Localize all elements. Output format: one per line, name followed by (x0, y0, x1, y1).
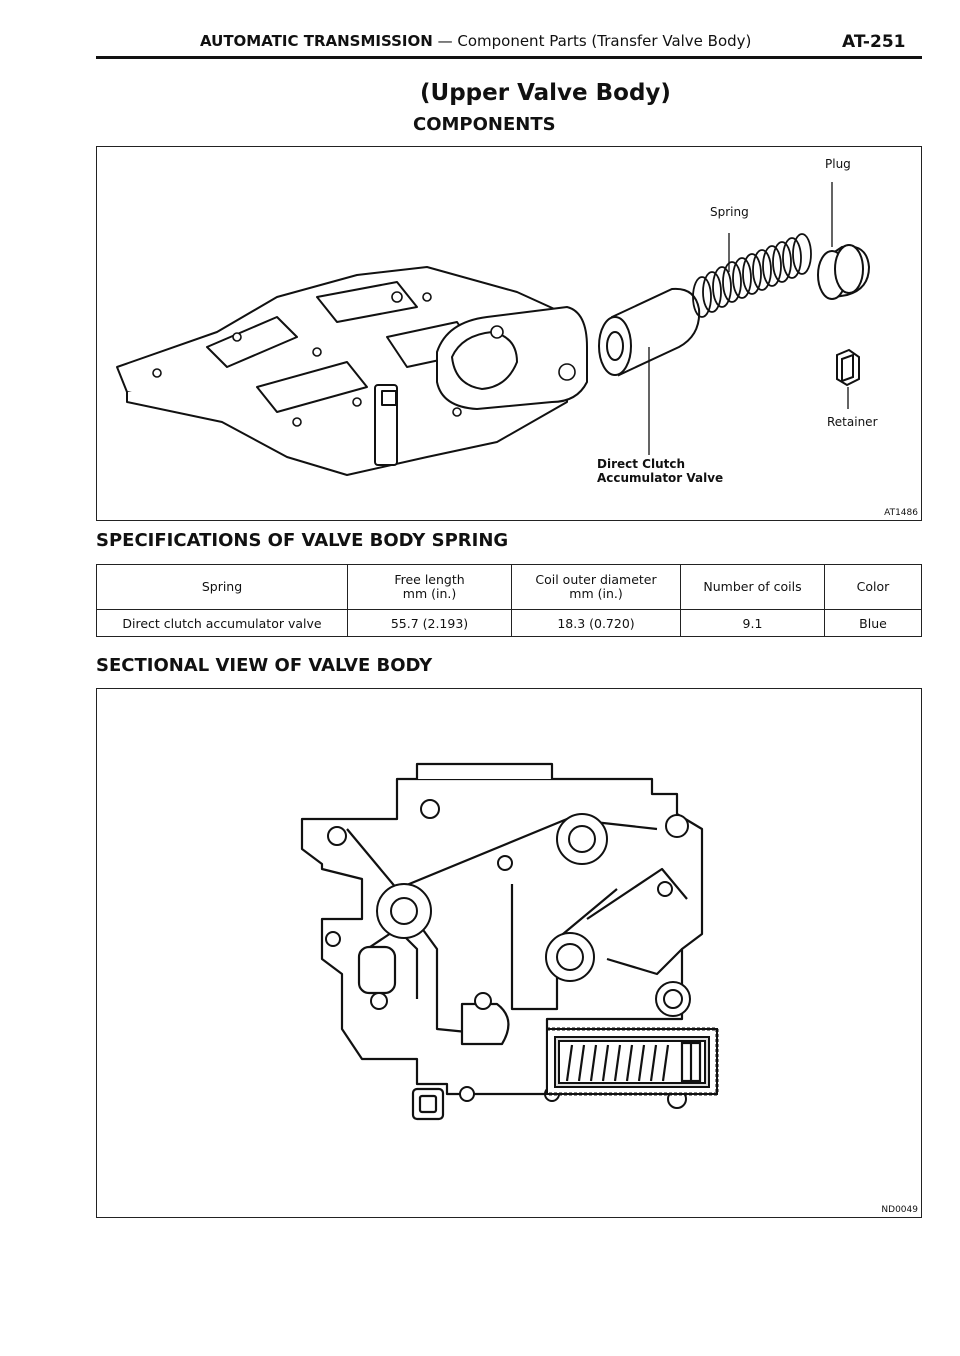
retainer-label: Retainer (827, 415, 878, 429)
cell-coil-diameter: 18.3 (0.720) (511, 609, 681, 637)
table-row: Direct clutch accumulator valve 55.7 (2.… (96, 609, 922, 637)
cell-free-length: 55.7 (2.193) (347, 609, 512, 637)
valve-label-line2: Accumulator Valve (597, 471, 724, 485)
col-header-spring: Spring (96, 564, 348, 610)
col-header-number-of-coils: Number of coils (680, 564, 825, 610)
spring-label: Spring (710, 205, 749, 219)
page-number: AT-251 (842, 32, 906, 52)
valve-label-line1: Direct Clutch (597, 457, 686, 471)
header-subsection: Component Parts (Transfer Valve Body) (457, 32, 752, 50)
running-header: AUTOMATIC TRANSMISSION — Component Parts… (200, 32, 751, 50)
cell-color: Blue (824, 609, 922, 637)
page-title: (Upper Valve Body) (420, 80, 671, 106)
cell-number-of-coils: 9.1 (680, 609, 825, 637)
page-subtitle: COMPONENTS (413, 114, 556, 135)
sectional-heading: SECTIONAL VIEW OF VALVE BODY (96, 655, 433, 676)
sectional-figure: ND0049 (96, 688, 922, 1218)
header-rule (96, 56, 922, 59)
header-section: AUTOMATIC TRANSMISSION (200, 32, 433, 50)
sectional-illustration (300, 762, 719, 1121)
plug-label: Plug (825, 157, 851, 171)
cell-spring: Direct clutch accumulator valve (96, 609, 348, 637)
components-figure: Plug Spring Retainer Direct Clutch Accum… (96, 146, 922, 521)
figure-code: AT1486 (884, 508, 918, 518)
header-dash: — (432, 32, 458, 50)
col-header-color: Color (824, 564, 922, 610)
figure-code: ND0049 (881, 1205, 918, 1215)
components-illustration (116, 182, 871, 476)
spec-heading: SPECIFICATIONS OF VALVE BODY SPRING (96, 530, 509, 551)
